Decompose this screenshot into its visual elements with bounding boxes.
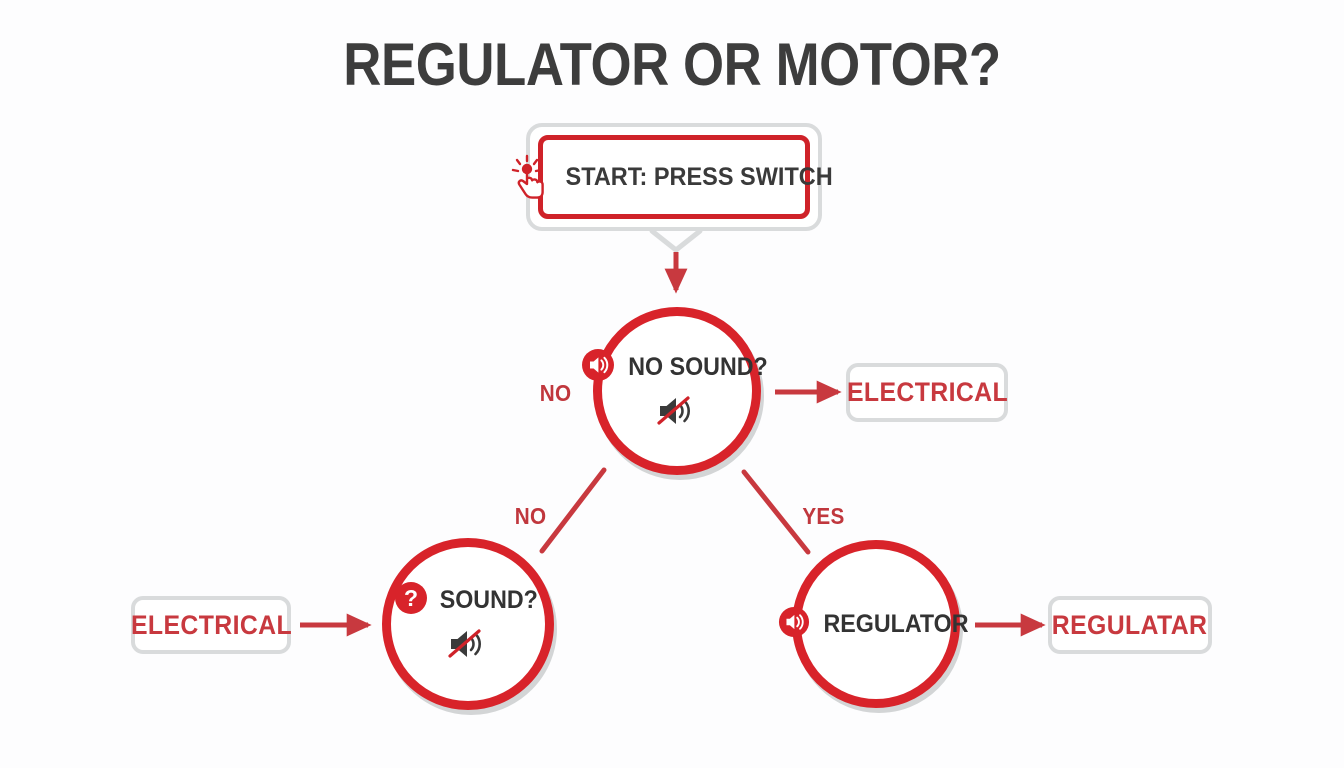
decision-node-sound[interactable]: ? SOUND?	[382, 538, 557, 715]
edge-label-branch-no: NO	[514, 503, 547, 529]
edge-nosound-to-regulator	[741, 469, 811, 555]
start-node[interactable]: START: PRESS SWITCH	[511, 123, 833, 231]
node-content: NO SOUND?	[582, 307, 768, 475]
outcome-node-regulator[interactable]: REGULATOR	[778, 540, 969, 713]
edge-nosound-to-sound	[539, 467, 607, 554]
edge-label-left-no: NO	[539, 380, 572, 406]
tap-click-icon	[507, 154, 547, 200]
decision-node-no-sound[interactable]: NO SOUND?	[582, 307, 768, 480]
svg-text:?: ?	[404, 585, 418, 611]
node-ring	[792, 540, 960, 708]
start-node-inner-frame: START: PRESS SWITCH	[511, 135, 833, 219]
speaker-muted-icon	[446, 626, 490, 667]
node-ring	[593, 307, 761, 475]
terminal-regulatar-right[interactable]: REGULATAR	[1048, 596, 1212, 654]
node-content: REGULATOR	[778, 540, 969, 708]
decision-node-sound-label: SOUND?	[439, 586, 539, 614]
terminal-electrical-right[interactable]: ELECTRICAL	[846, 363, 1008, 422]
speaker-muted-icon	[655, 393, 699, 434]
bubble-tail	[649, 228, 703, 253]
node-content: ? SOUND?	[382, 538, 554, 710]
decision-node-no-sound-label: NO SOUND?	[628, 353, 768, 381]
question-mark-circle-icon: ?	[394, 581, 428, 620]
page-title: REGULATOR OR MOTOR?	[343, 31, 1001, 98]
terminal-electrical-left-label: ELECTRICAL	[130, 609, 292, 640]
outcome-node-regulator-label: REGULATOR	[823, 609, 969, 638]
terminal-electrical-right-label: ELECTRICAL	[846, 377, 1008, 407]
terminal-electrical-left[interactable]: ELECTRICAL	[131, 596, 291, 654]
node-ring	[382, 538, 554, 710]
speaker-circle-icon	[581, 348, 615, 387]
terminal-regulatar-right-label: REGULATAR	[1052, 609, 1208, 640]
speaker-circle-icon	[778, 606, 810, 643]
start-node-label: START: PRESS SWITCH	[565, 162, 833, 191]
edge-label-branch-yes: YES	[802, 503, 845, 529]
